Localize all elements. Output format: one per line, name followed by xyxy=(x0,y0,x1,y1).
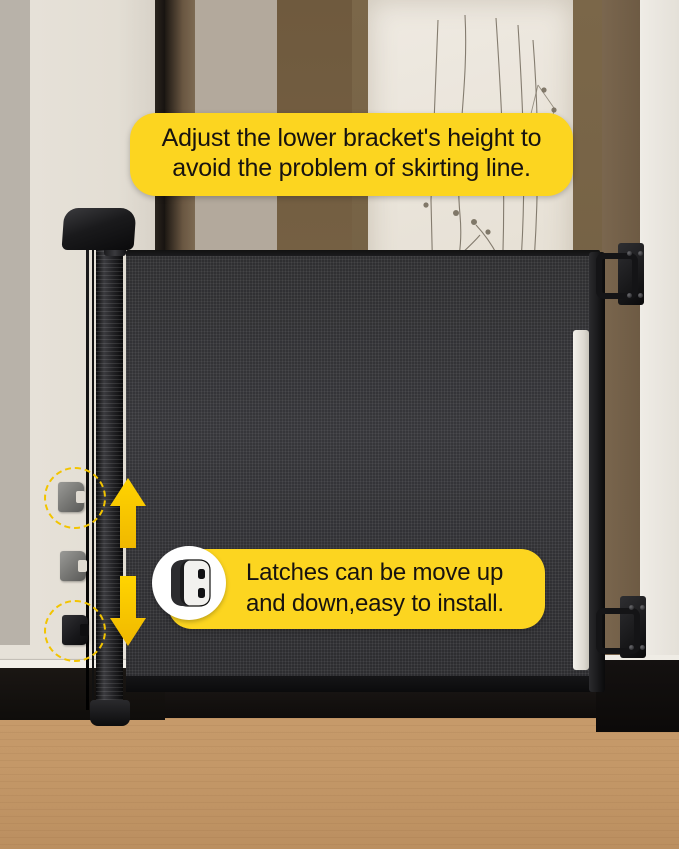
gate-top-rail xyxy=(126,250,600,261)
latch-bracket-icon xyxy=(152,546,226,620)
wall-mount-top xyxy=(596,243,644,305)
wall-mount-bottom xyxy=(596,596,646,658)
callout-bottom-line-2: and down,easy to install. xyxy=(246,590,504,617)
skirting-board-right xyxy=(596,660,679,732)
latch-bracket-top[interactable] xyxy=(58,482,85,512)
skirting-trim-right xyxy=(596,655,679,661)
gate-bottom-rail xyxy=(126,676,604,692)
wall-panel-gray xyxy=(0,0,30,720)
callout-top-line-1: Adjust the lower bracket's height to xyxy=(161,124,542,152)
latch-bracket-bottom[interactable] xyxy=(62,615,89,645)
gate-post-foot xyxy=(90,700,130,726)
wood-floor xyxy=(0,718,679,849)
skirting-trim-left xyxy=(0,660,165,668)
gate-edge-post xyxy=(589,252,605,692)
latch-movement-callout: Latches can be move up and down,easy to … xyxy=(168,549,545,629)
wood-floor-grain xyxy=(0,718,679,849)
callout-top-line-2: avoid the problem of skirting line. xyxy=(172,154,531,182)
dashed-highlight-ring-top xyxy=(44,467,106,529)
latch-bracket-middle[interactable] xyxy=(60,551,87,581)
gate-edge-strip xyxy=(573,330,589,670)
callout-bottom-line-1: Latches can be move up xyxy=(246,559,504,586)
bracket-height-callout: Adjust the lower bracket's height to avo… xyxy=(130,113,573,196)
dashed-highlight-ring-bottom xyxy=(44,600,106,662)
wall-panel-white-right xyxy=(640,0,679,760)
up-down-double-arrow xyxy=(108,476,148,648)
skirting-board-back xyxy=(165,688,600,722)
gate-top-handle-cap xyxy=(61,208,137,250)
